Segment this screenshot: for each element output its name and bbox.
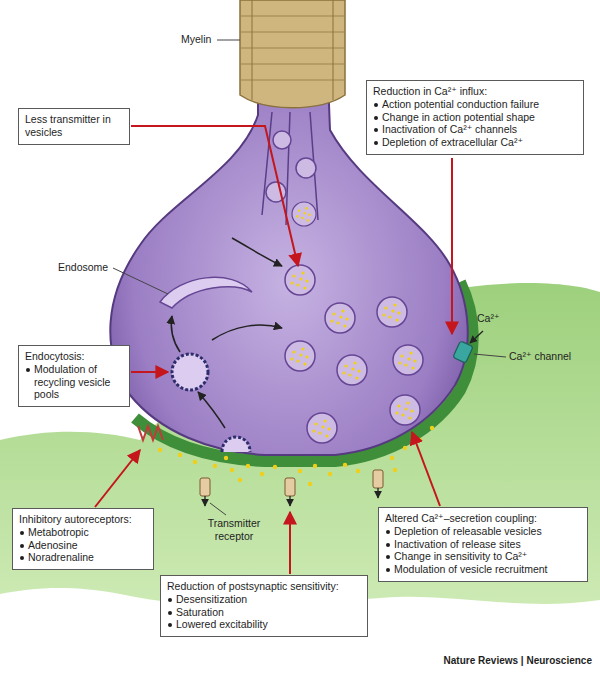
transmitter-molecules bbox=[158, 426, 434, 486]
bullet-item: Inactivation of Ca²⁺ channels bbox=[373, 123, 577, 136]
cycle-arrow bbox=[212, 325, 282, 340]
calcium-channel bbox=[453, 341, 473, 363]
bullet-text: Inactivation of Ca²⁺ channels bbox=[382, 123, 517, 135]
bullet-text: Desensitization bbox=[176, 593, 247, 605]
bullet-text: Adenosine bbox=[28, 539, 78, 551]
bullet-dot bbox=[168, 611, 172, 615]
bullet-dot bbox=[168, 623, 172, 627]
bullet-dot bbox=[20, 531, 24, 535]
bullet-item: Inactivation of release sites bbox=[385, 538, 581, 551]
cycle-arrow bbox=[198, 392, 225, 428]
vesicle bbox=[325, 303, 355, 333]
bullet-dot bbox=[374, 141, 378, 145]
transmitter-receptor bbox=[285, 478, 295, 506]
journal-credit: Nature Reviews | Neuroscience bbox=[444, 655, 592, 667]
callout-heading: Less transmitter in vesicles bbox=[25, 113, 123, 139]
bullet-item: Change in sensitivity to Ca²⁺ bbox=[385, 550, 581, 563]
vesicle bbox=[296, 158, 316, 178]
bullet-text: Noradrenaline bbox=[28, 551, 94, 563]
autoreceptor bbox=[138, 426, 163, 440]
transmitter-receptor bbox=[373, 470, 383, 498]
callout-text: Reduction of postsynaptic sensitivity: bbox=[167, 580, 339, 592]
callout-box: Inhibitory autoreceptors:MetabotropicAde… bbox=[12, 508, 154, 570]
bullet-text: Change in sensitivity to Ca²⁺ bbox=[394, 550, 527, 562]
callout-heading: Reduction in Ca²⁺ influx: bbox=[373, 85, 577, 98]
vesicle bbox=[285, 341, 315, 371]
part-label: Ca²⁺ bbox=[477, 312, 499, 325]
bullet-dot bbox=[386, 568, 390, 572]
presynaptic-terminal bbox=[110, 0, 467, 455]
bullet-dot bbox=[20, 544, 24, 548]
bullet-dot bbox=[386, 555, 390, 559]
callout-text: Altered Ca²⁺–secretion coupling: bbox=[385, 512, 537, 524]
bullet-item: Desensitization bbox=[167, 593, 361, 606]
bullet-dot bbox=[20, 556, 24, 560]
callout-text: Less transmitter in vesicles bbox=[25, 113, 111, 138]
callout-text: Inhibitory autoreceptors: bbox=[19, 513, 132, 525]
cycle-arrow bbox=[171, 316, 180, 352]
transmitter-receptor bbox=[200, 478, 210, 506]
bullet-text: Saturation bbox=[176, 606, 224, 618]
bullet-item: Depletion of releasable vesicles bbox=[385, 525, 581, 538]
bullet-item: Adenosine bbox=[19, 539, 147, 552]
bullet-item: Lowered excitability bbox=[167, 618, 361, 631]
callout-text: Reduction in Ca²⁺ influx: bbox=[373, 85, 487, 97]
callout-text: Endocytosis: bbox=[25, 350, 85, 362]
bullet-dot bbox=[386, 530, 390, 534]
callout-heading: Inhibitory autoreceptors: bbox=[19, 513, 147, 526]
vesicle bbox=[377, 297, 407, 327]
bullet-dot bbox=[374, 128, 378, 132]
vesicle bbox=[285, 265, 315, 295]
bullet-dot bbox=[374, 103, 378, 107]
bullet-dot bbox=[26, 368, 30, 372]
callout-heading: Altered Ca²⁺–secretion coupling: bbox=[385, 512, 581, 525]
bullet-dot bbox=[374, 116, 378, 120]
bullet-text: Depletion of releasable vesicles bbox=[394, 525, 542, 537]
bullet-item: Modulation of vesicle recruitment bbox=[385, 563, 581, 576]
endosome bbox=[160, 277, 252, 308]
bullet-dot bbox=[386, 543, 390, 547]
bullet-text: Action potential conduction failure bbox=[382, 98, 539, 110]
bullet-text: Lowered excitability bbox=[176, 618, 268, 630]
bullet-item: Action potential conduction failure bbox=[373, 98, 577, 111]
bullet-text: Modulation of recycling vesicle pools bbox=[34, 363, 110, 401]
vesicle bbox=[273, 131, 291, 149]
bullet-text: Inactivation of release sites bbox=[394, 538, 521, 550]
bullet-text: Depletion of extracellular Ca²⁺ bbox=[382, 136, 523, 148]
callout-heading: Endocytosis: bbox=[25, 350, 123, 363]
vesicle bbox=[390, 395, 420, 425]
bullet-text: Metabotropic bbox=[28, 526, 89, 538]
callout-box: Endocytosis:Modulation of recycling vesi… bbox=[18, 345, 130, 407]
myelin-sheath bbox=[240, 0, 345, 108]
bullet-item: Noradrenaline bbox=[19, 551, 147, 564]
part-label: Ca²⁺ channel bbox=[509, 350, 571, 363]
callout-box: Altered Ca²⁺–secretion coupling:Depletio… bbox=[378, 507, 588, 582]
callout-heading: Reduction of postsynaptic sensitivity: bbox=[167, 580, 361, 593]
vesicle bbox=[337, 355, 367, 385]
bullet-dot bbox=[168, 598, 172, 602]
bullet-item: Depletion of extracellular Ca²⁺ bbox=[373, 136, 577, 149]
microtubules bbox=[262, 112, 318, 225]
vesicle bbox=[292, 202, 316, 226]
bullet-item: Modulation of recycling vesicle pools bbox=[25, 363, 123, 401]
calcium-arrow bbox=[470, 331, 483, 343]
callout-box: Less transmitter in vesicles bbox=[18, 108, 130, 145]
part-label: Myelin bbox=[181, 33, 211, 46]
bullet-text: Change in action potential shape bbox=[382, 111, 535, 123]
bullet-item: Metabotropic bbox=[19, 526, 147, 539]
vesicle bbox=[393, 345, 423, 375]
part-label: Transmitter receptor bbox=[196, 517, 272, 542]
part-label: Endosome bbox=[58, 261, 108, 274]
bullet-text: Modulation of vesicle recruitment bbox=[394, 563, 548, 575]
vesicle bbox=[307, 413, 337, 443]
callout-box: Reduction of postsynaptic sensitivity:De… bbox=[160, 575, 368, 637]
callout-box: Reduction in Ca²⁺ influx:Action potentia… bbox=[366, 80, 584, 155]
bullet-item: Saturation bbox=[167, 606, 361, 619]
coated-vesicle bbox=[172, 354, 208, 390]
coated-pit bbox=[222, 437, 250, 452]
cycle-arrow bbox=[232, 238, 282, 266]
bullet-item: Change in action potential shape bbox=[373, 111, 577, 124]
